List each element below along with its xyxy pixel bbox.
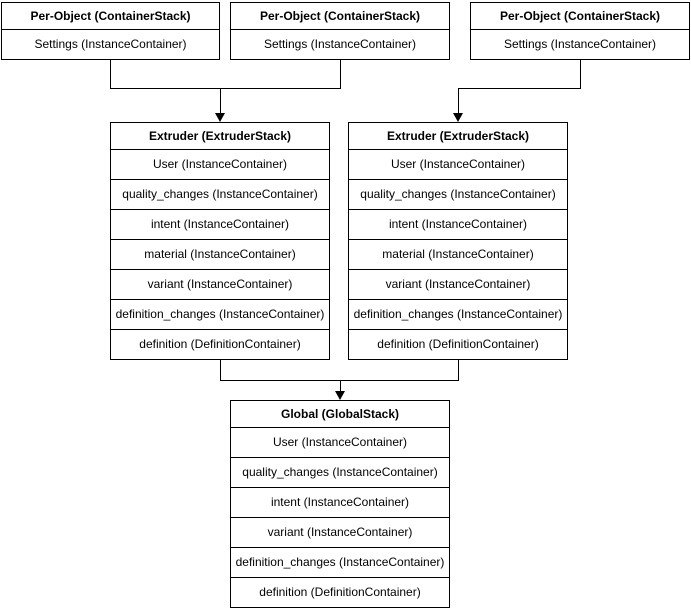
arrow-down-icon — [335, 391, 345, 400]
global-stack: Global (GlobalStack) User (InstanceConta… — [230, 400, 450, 608]
row-quality-changes: quality_changes (InstanceContainer) — [349, 180, 567, 210]
row-user: User (InstanceContainer) — [349, 150, 567, 180]
connector-extruder1-stem — [220, 88, 221, 115]
connector-perobject1-down — [110, 60, 111, 88]
row-material: material (InstanceContainer) — [111, 240, 329, 270]
row-definition: definition (DefinitionContainer) — [139, 337, 301, 351]
connector-perobject3-down — [580, 60, 581, 88]
per-object-stack-3: Per-Object (ContainerStack) Settings (In… — [470, 2, 690, 60]
row-variant: variant (InstanceContainer) — [111, 270, 329, 300]
row-definition-changes: definition_changes (InstanceContainer) — [349, 300, 567, 330]
connector-bottom-horizontal — [220, 380, 459, 381]
extruder-stack-1: Extruder (ExtruderStack) User (InstanceC… — [110, 122, 330, 360]
row-settings: Settings (InstanceContainer) — [263, 37, 417, 51]
per-object-stack-2-title: Per-Object (ContainerStack) — [231, 3, 449, 30]
row-intent: intent (InstanceContainer) — [111, 210, 329, 240]
row-settings: Settings (InstanceContainer) — [34, 37, 187, 51]
row-material: material (InstanceContainer) — [349, 240, 567, 270]
row-definition: definition (DefinitionContainer) — [377, 337, 539, 351]
row-definition-changes: definition_changes (InstanceContainer) — [111, 300, 329, 330]
connector-extruder2-down — [458, 360, 459, 380]
extruder-stack-2: Extruder (ExtruderStack) User (InstanceC… — [348, 122, 568, 360]
connector-global-stem — [340, 380, 341, 393]
row-definition: definition (DefinitionContainer) — [259, 585, 421, 599]
extruder-stack-2-title: Extruder (ExtruderStack) — [349, 123, 567, 150]
global-stack-title: Global (GlobalStack) — [231, 401, 449, 428]
per-object-stack-1: Per-Object (ContainerStack) Settings (In… — [1, 2, 220, 60]
extruder-stack-1-title: Extruder (ExtruderStack) — [111, 123, 329, 150]
connector-left-horizontal — [110, 88, 341, 89]
row-quality-changes: quality_changes (InstanceContainer) — [231, 458, 449, 488]
row-settings: Settings (InstanceContainer) — [503, 37, 657, 51]
connector-right-horizontal — [458, 88, 581, 89]
row-user: User (InstanceContainer) — [231, 428, 449, 458]
row-quality-changes: quality_changes (InstanceContainer) — [111, 180, 329, 210]
row-definition-changes: definition_changes (InstanceContainer) — [231, 548, 449, 578]
row-intent: intent (InstanceContainer) — [231, 488, 449, 518]
connector-perobject2-down — [340, 60, 341, 88]
row-variant: variant (InstanceContainer) — [231, 518, 449, 548]
arrow-down-icon — [453, 113, 463, 122]
per-object-stack-3-title: Per-Object (ContainerStack) — [471, 3, 689, 30]
row-variant: variant (InstanceContainer) — [349, 270, 567, 300]
arrow-down-icon — [215, 113, 225, 122]
connector-extruder2-stem — [458, 88, 459, 115]
row-intent: intent (InstanceContainer) — [349, 210, 567, 240]
row-user: User (InstanceContainer) — [111, 150, 329, 180]
connector-extruder1-down — [220, 360, 221, 380]
per-object-stack-1-title: Per-Object (ContainerStack) — [2, 3, 219, 30]
per-object-stack-2: Per-Object (ContainerStack) Settings (In… — [230, 2, 450, 60]
